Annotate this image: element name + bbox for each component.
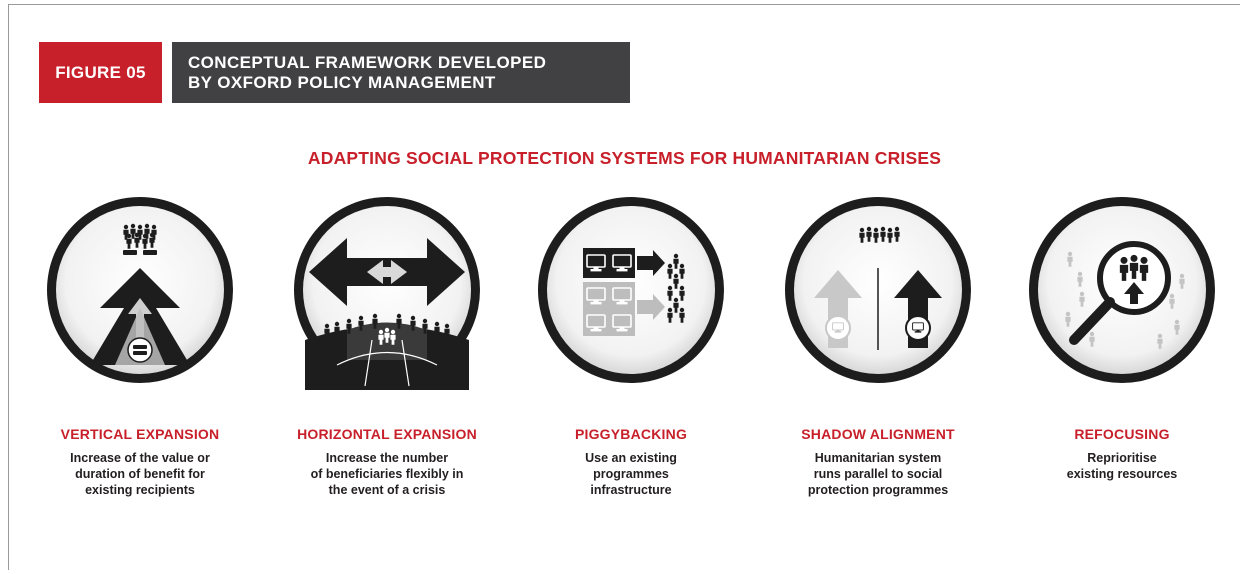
shadow-alignment-icon [785,197,971,383]
figure-title-line-2: BY OXFORD POLICY MANAGEMENT [188,73,496,92]
item-description-line: existing recipients [85,483,195,497]
item-description-line: the event of a crisis [328,483,446,497]
main-title: ADAPTING SOCIAL PROTECTION SYSTEMS FOR H… [307,148,942,168]
item-description-line: Humanitarian system [814,451,942,465]
figure-title-line-1: CONCEPTUAL FRAMEWORK DEVELOPED [188,53,547,72]
item-description-line: Use an existing [585,451,677,465]
item-description-line: of beneficiaries flexibly in [310,467,464,481]
item-description-line: infrastructure [590,483,672,497]
figure-frame [8,4,1240,570]
item-description-line: programmes [593,467,669,481]
item-description-line: duration of benefit for [75,467,205,481]
item-description-line: Increase the number [325,451,449,465]
item-description-line: Reprioritise [1087,451,1157,465]
item-description-line: runs parallel to social [813,467,943,481]
item-title: REFOCUSING [1074,426,1170,442]
piggybacking-icon [538,197,724,383]
item-description: Reprioritise existing resources [1012,450,1232,482]
item-description: Use an existing programmes infrastructur… [521,450,741,498]
vertical-expansion-icon [47,197,233,383]
refocusing-icon [1029,197,1215,383]
item-title: HORIZONTAL EXPANSION [297,426,477,442]
item-description-line: Increase of the value or [70,451,210,465]
horizontal-expansion-icon [294,197,480,390]
item-title: SHADOW ALIGNMENT [801,426,955,442]
item-title: PIGGYBACKING [574,426,688,442]
item-description-line: protection programmes [807,483,949,497]
figure-title: CONCEPTUAL FRAMEWORK DEVELOPED BY OXFORD… [172,42,630,103]
figure-label: FIGURE 05 [39,42,162,103]
item-description: Increase the number of beneficiaries fle… [277,450,497,498]
item-description: Humanitarian system runs parallel to soc… [768,450,988,498]
item-description: Increase of the value or duration of ben… [30,450,250,498]
item-title: VERTICAL EXPANSION [60,426,220,442]
item-description-line: existing resources [1066,467,1178,481]
